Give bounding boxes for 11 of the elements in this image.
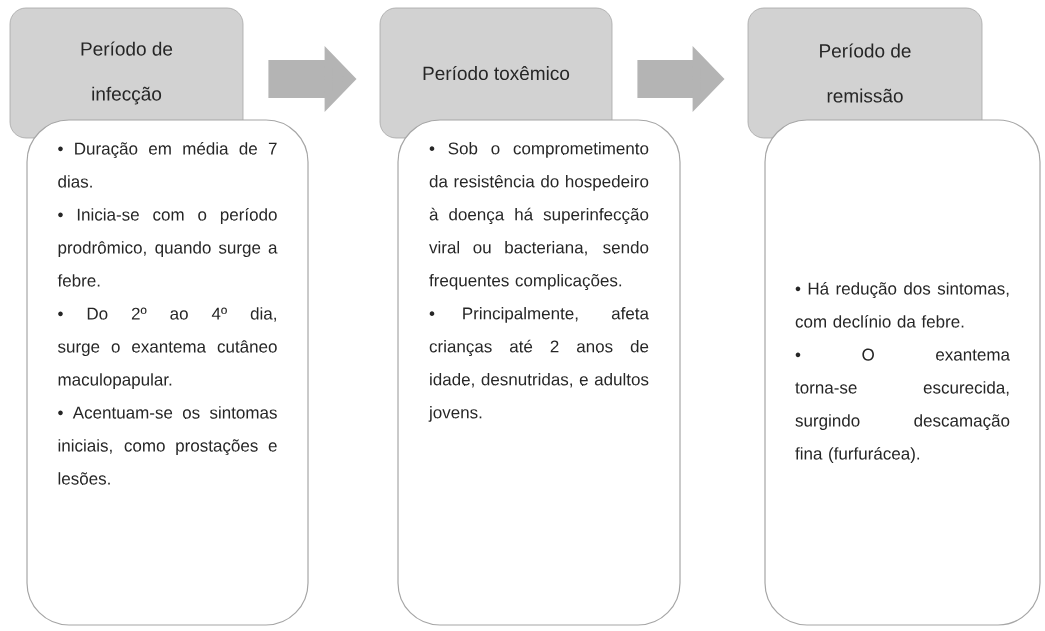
text-card — [26, 119, 309, 626]
text-card — [397, 119, 681, 626]
bullet-text: • Há redução dos sintomas, com declínio da febre. — [795, 281, 1009, 328]
bullet-text: • Sob o comprometimento da resistência do hospedeiro à doença há superinfecção viral ou bacteriana, sendo frequentes complicações. — [429, 142, 649, 290]
bullet-text: • O exantema torna-se escurecida, surgindo descamação fina (furfurácea). — [795, 348, 1010, 463]
bullet-text: • Principalmente, afeta crianças até 2 anos de idade, desnutridas, e adultos jovens. — [428, 307, 649, 422]
bullet-text: • Do 2º ao 4º dia, surge o exantema cutâneo maculopapular. — [58, 307, 277, 390]
bullet-text: • Acentuam-se os sintomas iniciais, como prostações e lesões. — [58, 406, 277, 485]
bullet-text: • Duração em média de 7 dias. — [58, 142, 277, 188]
bullet-text: • Inicia-se com o período prodrômico, quando surge a febre. — [57, 208, 278, 287]
text-card — [764, 119, 1041, 626]
